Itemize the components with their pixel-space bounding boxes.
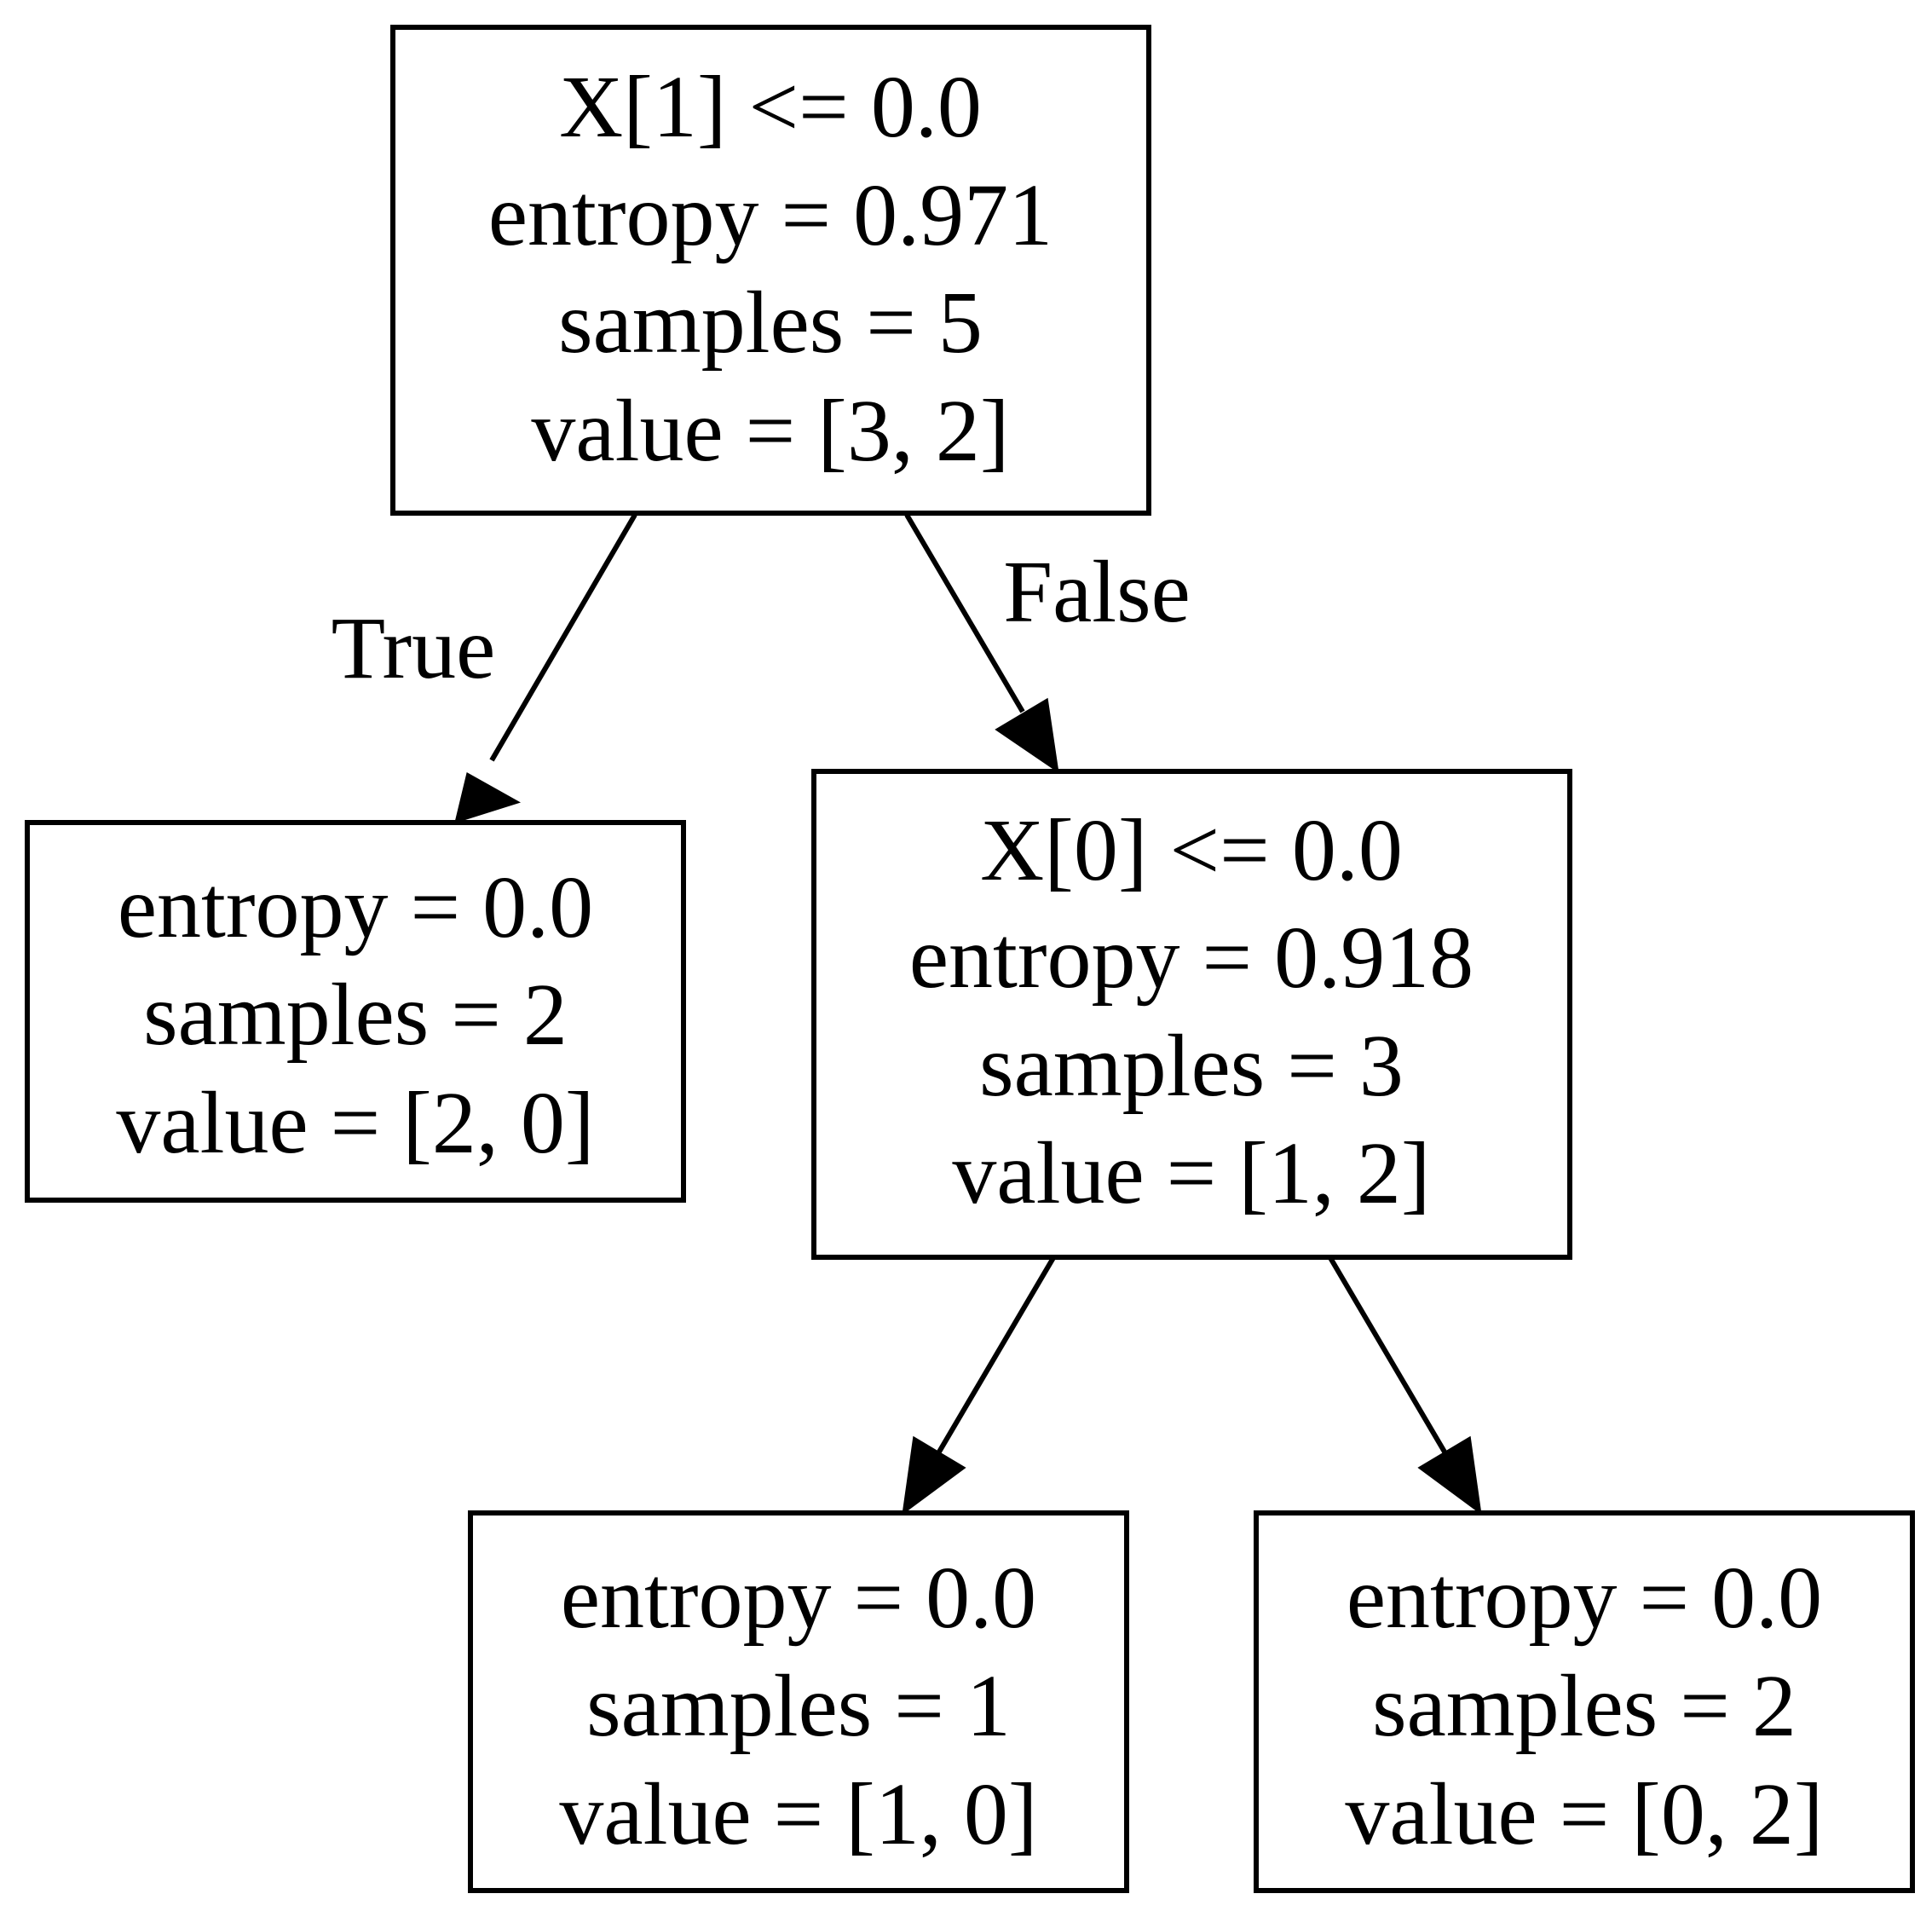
- edge-right-split-to-bottom-left-leaf: [902, 1255, 1057, 1516]
- node-line: samples = 2: [143, 966, 568, 1064]
- node-line: entropy = 0.0: [118, 858, 593, 956]
- tree-node-left-leaf: entropy = 0.0 samples = 2 value = [2, 0]: [25, 820, 686, 1203]
- node-box: [468, 1510, 1129, 1893]
- node-line: value = [1, 0]: [559, 1765, 1037, 1863]
- tree-node-right-split: X[0] <= 0.0 entropy = 0.918 samples = 3 …: [811, 769, 1572, 1260]
- tree-node-root: X[1] <= 0.0 entropy = 0.971 samples = 5 …: [390, 25, 1151, 516]
- edge-label-true: True: [332, 599, 496, 697]
- node-line: value = [0, 2]: [1345, 1765, 1823, 1863]
- node-line: samples = 2: [1372, 1657, 1796, 1755]
- node-line: entropy = 0.971: [488, 166, 1053, 264]
- edge-root-to-left-leaf: [454, 513, 637, 823]
- node-line: X[0] <= 0.0: [980, 801, 1403, 899]
- edge-root-to-right-split: [904, 513, 1059, 774]
- node-line: X[1] <= 0.0: [559, 58, 982, 156]
- edge-line: [1327, 1255, 1448, 1455]
- arrow-head: [1417, 1435, 1482, 1516]
- node-line: value = [3, 2]: [531, 382, 1009, 480]
- node-line: entropy = 0.0: [1347, 1549, 1822, 1647]
- node-box: [25, 820, 686, 1203]
- arrow-head: [902, 1435, 966, 1516]
- edge-line: [936, 1255, 1057, 1455]
- node-line: value = [2, 0]: [116, 1074, 594, 1172]
- node-line: samples = 1: [586, 1657, 1011, 1755]
- tree-node-bottom-left-leaf: entropy = 0.0 samples = 1 value = [1, 0]: [468, 1510, 1129, 1893]
- node-box: [1254, 1510, 1915, 1893]
- node-line: entropy = 0.0: [561, 1549, 1036, 1647]
- node-line: entropy = 0.918: [909, 909, 1474, 1007]
- arrow-head: [995, 697, 1059, 774]
- tree-node-bottom-right-leaf: entropy = 0.0 samples = 2 value = [0, 2]: [1254, 1510, 1915, 1893]
- arrow-head: [454, 771, 522, 823]
- edge-line: [489, 513, 637, 762]
- node-box: [811, 769, 1572, 1260]
- edge-right-split-to-bottom-right-leaf: [1327, 1255, 1482, 1516]
- edge-label-false: False: [1003, 543, 1191, 641]
- node-line: value = [1, 2]: [952, 1124, 1430, 1222]
- node-line: samples = 3: [979, 1017, 1404, 1115]
- edge-line: [904, 513, 1025, 713]
- node-line: samples = 5: [558, 274, 983, 372]
- node-box: [390, 25, 1151, 516]
